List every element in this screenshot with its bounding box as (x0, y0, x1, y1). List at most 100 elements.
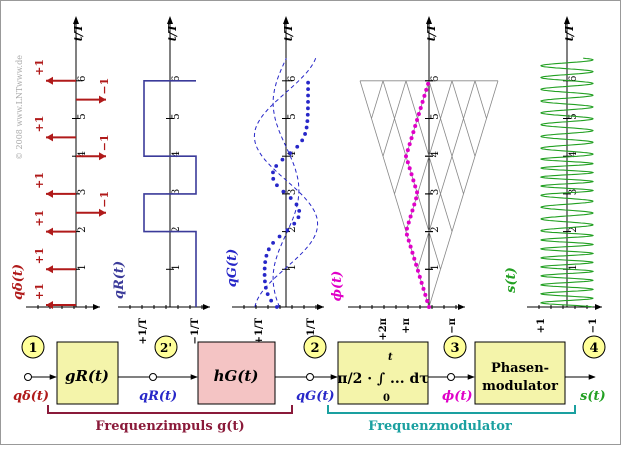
signal-label-qR: qR(t) (139, 389, 177, 404)
impulse-sign-0: +1 (33, 283, 46, 300)
tree-branch (371, 118, 384, 157)
qG-dot (306, 106, 310, 111)
tree-branch (440, 156, 453, 195)
qG-dot (265, 292, 270, 297)
signal-label-qG: qG(t) (296, 389, 335, 404)
watermark: © 2008 www.LNTwww.de (15, 55, 24, 160)
qG-dot (288, 151, 293, 156)
tree-branch (463, 118, 476, 157)
tick-label-q_G-5: 5 (287, 113, 298, 119)
tree-branch (440, 80, 453, 119)
time-axis-label-q_delta: t/T (72, 23, 85, 41)
phi-dot (424, 87, 429, 92)
phi-dot (417, 274, 422, 279)
svg-text:2': 2' (160, 341, 172, 355)
junction-2 (306, 373, 314, 381)
qG-dot (277, 234, 282, 239)
svg-text:4: 4 (589, 341, 598, 356)
h-axis-arrow-phi (458, 304, 465, 310)
qG-dot (297, 208, 302, 213)
qG-dot (300, 138, 305, 143)
panel-label-phi: ϕ(t) (330, 271, 345, 302)
impulse-head-5 (99, 152, 106, 161)
tree-branch (382, 80, 395, 119)
phi-dot (419, 280, 424, 285)
block-integrator-label: π/2 · ∫ ... dτ (337, 371, 428, 387)
time-axis-label-phi: t/T (425, 23, 438, 41)
tree-branch (371, 80, 384, 119)
qG-dashed-1 (253, 58, 319, 308)
qG-dot (306, 100, 310, 104)
tick-label-q_R-6: 6 (171, 76, 182, 82)
impulse-head-3 (99, 208, 106, 217)
qG-dot (306, 87, 310, 91)
v-axis-arrow-q_R (167, 16, 173, 24)
tree-branch (486, 80, 499, 119)
qG-dot (295, 144, 300, 149)
v-axis-arrow-s (564, 16, 570, 24)
junction-3 (447, 373, 455, 381)
impulse-head-1 (46, 265, 53, 274)
phi-dot (416, 111, 421, 116)
node-1: 1 (21, 335, 45, 359)
phi-xlabel-0: +2π (378, 318, 389, 341)
phi-dot (406, 220, 411, 225)
qG-dot (281, 189, 286, 194)
node-2: 2 (303, 335, 327, 359)
phi-dot (425, 298, 430, 303)
tick-label-q_delta-6: 6 (77, 76, 88, 82)
block-gR-label: gR(t) (65, 367, 109, 385)
tick-label-q_G-1: 1 (287, 264, 298, 270)
s-waveform (539, 57, 595, 308)
impulse-sign-8: +1 (33, 59, 46, 76)
qG-dot (288, 196, 293, 200)
phi-dot (420, 99, 425, 104)
tree-branch (451, 193, 464, 232)
impulse-sign-2: +1 (33, 210, 46, 227)
time-axis-label-q_G: t/T (282, 23, 295, 41)
tree-branch (382, 118, 395, 157)
qG-dot (304, 125, 309, 130)
tick-label-q_R-2: 2 (171, 226, 182, 232)
impulse-sign-4: +1 (33, 172, 46, 189)
tick-label-q_G-6: 6 (287, 76, 298, 82)
tree-branch (451, 80, 464, 119)
qG-dot (296, 215, 301, 220)
tree-branch (417, 118, 430, 157)
tick-label-phi-6: 6 (430, 76, 441, 82)
phi-dot (421, 286, 426, 291)
tree-branch (428, 80, 441, 119)
phi-dot (415, 118, 420, 123)
qG-dot (303, 132, 307, 136)
tree-branch (428, 269, 441, 308)
qG-dot (271, 241, 275, 245)
tick-label-q_R-5: 5 (171, 113, 182, 119)
impulse-sign-5: −1 (98, 134, 111, 151)
tick-label-q_delta-1: 1 (77, 264, 88, 270)
qG-dot (266, 247, 271, 252)
svg-text:1: 1 (28, 341, 37, 356)
qG-dot (306, 93, 310, 98)
svg-text:3: 3 (450, 341, 459, 356)
tick-label-phi-2: 2 (430, 226, 441, 232)
phi-dot (418, 105, 423, 110)
tick-label-q_R-3: 3 (171, 189, 182, 195)
qG-dot (271, 170, 275, 175)
phi-dot (415, 190, 420, 195)
s-xlabel-neg: −1 (588, 318, 599, 333)
block-modulator (474, 341, 566, 405)
block-integrator (337, 341, 429, 405)
junction-1 (24, 373, 32, 381)
phi-xlabel-2: −π (447, 318, 458, 334)
qG-dot (305, 112, 310, 117)
v-axis-arrow-q_G (283, 16, 289, 24)
phi-dot (405, 148, 410, 153)
qG-dot (269, 298, 274, 303)
impulse-head-8 (46, 76, 53, 85)
modulator-line1: Phasen- (491, 361, 549, 376)
tree-branch (440, 193, 453, 232)
tree-branch (394, 80, 407, 119)
